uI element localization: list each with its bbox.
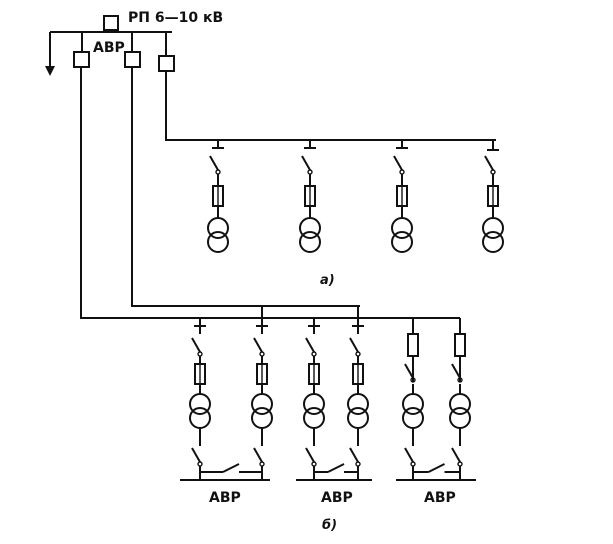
transformer-winding-lv bbox=[251, 407, 273, 429]
transformer-winding-lv bbox=[189, 407, 211, 429]
transformer-winding-hv bbox=[391, 217, 413, 239]
scheme-a-units bbox=[207, 140, 504, 253]
switch-blade bbox=[484, 155, 494, 171]
switch-blade bbox=[209, 155, 219, 171]
lv-switch-blade bbox=[191, 447, 201, 463]
transformer-winding-lv bbox=[347, 407, 369, 429]
switch-blade bbox=[301, 155, 311, 171]
switch-contact bbox=[490, 169, 496, 175]
lv-switch-contact bbox=[311, 461, 317, 467]
switch-blade bbox=[404, 363, 414, 379]
switch-blade bbox=[451, 363, 461, 379]
feeder-breaker-2 bbox=[124, 51, 141, 68]
lv-switch-contact bbox=[410, 461, 416, 467]
transformer-winding-hv bbox=[189, 393, 211, 415]
feeder-line-b-1 bbox=[80, 67, 460, 319]
switch-contact bbox=[399, 169, 405, 175]
switch-blade bbox=[253, 337, 263, 353]
lv-switch-blade bbox=[305, 447, 315, 463]
avr-low-label-1: АВР bbox=[209, 490, 241, 506]
switch-blade bbox=[305, 337, 315, 353]
section-switch-blade bbox=[222, 463, 240, 473]
fuse-body bbox=[454, 333, 466, 357]
distribution-point-title: РП 6—10 кВ bbox=[128, 10, 223, 26]
feeder-breaker-3 bbox=[158, 55, 175, 72]
section-switch-blade bbox=[428, 463, 445, 473]
section-switch-blade bbox=[327, 463, 345, 473]
transformer-winding-hv bbox=[482, 217, 504, 239]
transformer-winding-lv bbox=[299, 231, 321, 253]
transformer-winding-lv bbox=[207, 231, 229, 253]
switch-blade bbox=[349, 337, 359, 353]
lv-switch-blade bbox=[404, 447, 414, 463]
distribution-point-header: РП 6—10 кВ АВР bbox=[45, 10, 223, 76]
transformer-winding-hv bbox=[303, 393, 325, 415]
transformer-winding-lv bbox=[391, 231, 413, 253]
feeder-line-b-2 bbox=[131, 67, 360, 307]
switch-contact bbox=[215, 169, 221, 175]
low-voltage-buses bbox=[180, 463, 476, 481]
avr-low-label-2: АВР bbox=[321, 490, 353, 506]
switch-blade bbox=[393, 155, 403, 171]
avr-low-label-3: АВР bbox=[424, 490, 456, 506]
transformer-winding-hv bbox=[347, 393, 369, 415]
lv-switch-contact bbox=[197, 461, 203, 467]
transformer-winding-lv bbox=[303, 407, 325, 429]
avr-main-breaker bbox=[103, 15, 119, 31]
switch-contact bbox=[355, 351, 361, 357]
lv-switch-blade bbox=[451, 447, 461, 463]
lv-switch-contact bbox=[259, 461, 265, 467]
transformer-winding-hv bbox=[402, 393, 424, 415]
feeder-lines bbox=[80, 67, 496, 319]
lv-switch-blade bbox=[349, 447, 359, 463]
transformer-winding-lv bbox=[482, 231, 504, 253]
fuse-body bbox=[407, 333, 419, 357]
switch-blade bbox=[191, 337, 201, 353]
transformer-winding-lv bbox=[449, 407, 471, 429]
lv-switch-contact bbox=[457, 461, 463, 467]
switch-contact bbox=[197, 351, 203, 357]
transformer-winding-hv bbox=[207, 217, 229, 239]
switch-contact bbox=[259, 351, 265, 357]
feeder-line-a bbox=[165, 71, 496, 141]
transformer-winding-hv bbox=[299, 217, 321, 239]
lv-switch-contact bbox=[355, 461, 361, 467]
scheme-b-units bbox=[189, 306, 471, 480]
transformer-winding-lv bbox=[402, 407, 424, 429]
caption-a: а) bbox=[320, 273, 335, 288]
outgoing-arrow-head bbox=[45, 66, 55, 76]
switch-contact bbox=[311, 351, 317, 357]
switch-contact bbox=[307, 169, 313, 175]
avr-main-label: АВР bbox=[93, 40, 125, 56]
feeder-breaker-1 bbox=[73, 51, 90, 68]
caption-b: б) bbox=[322, 518, 337, 533]
lv-switch-blade bbox=[253, 447, 263, 463]
transformer-winding-hv bbox=[251, 393, 273, 415]
transformer-winding-hv bbox=[449, 393, 471, 415]
